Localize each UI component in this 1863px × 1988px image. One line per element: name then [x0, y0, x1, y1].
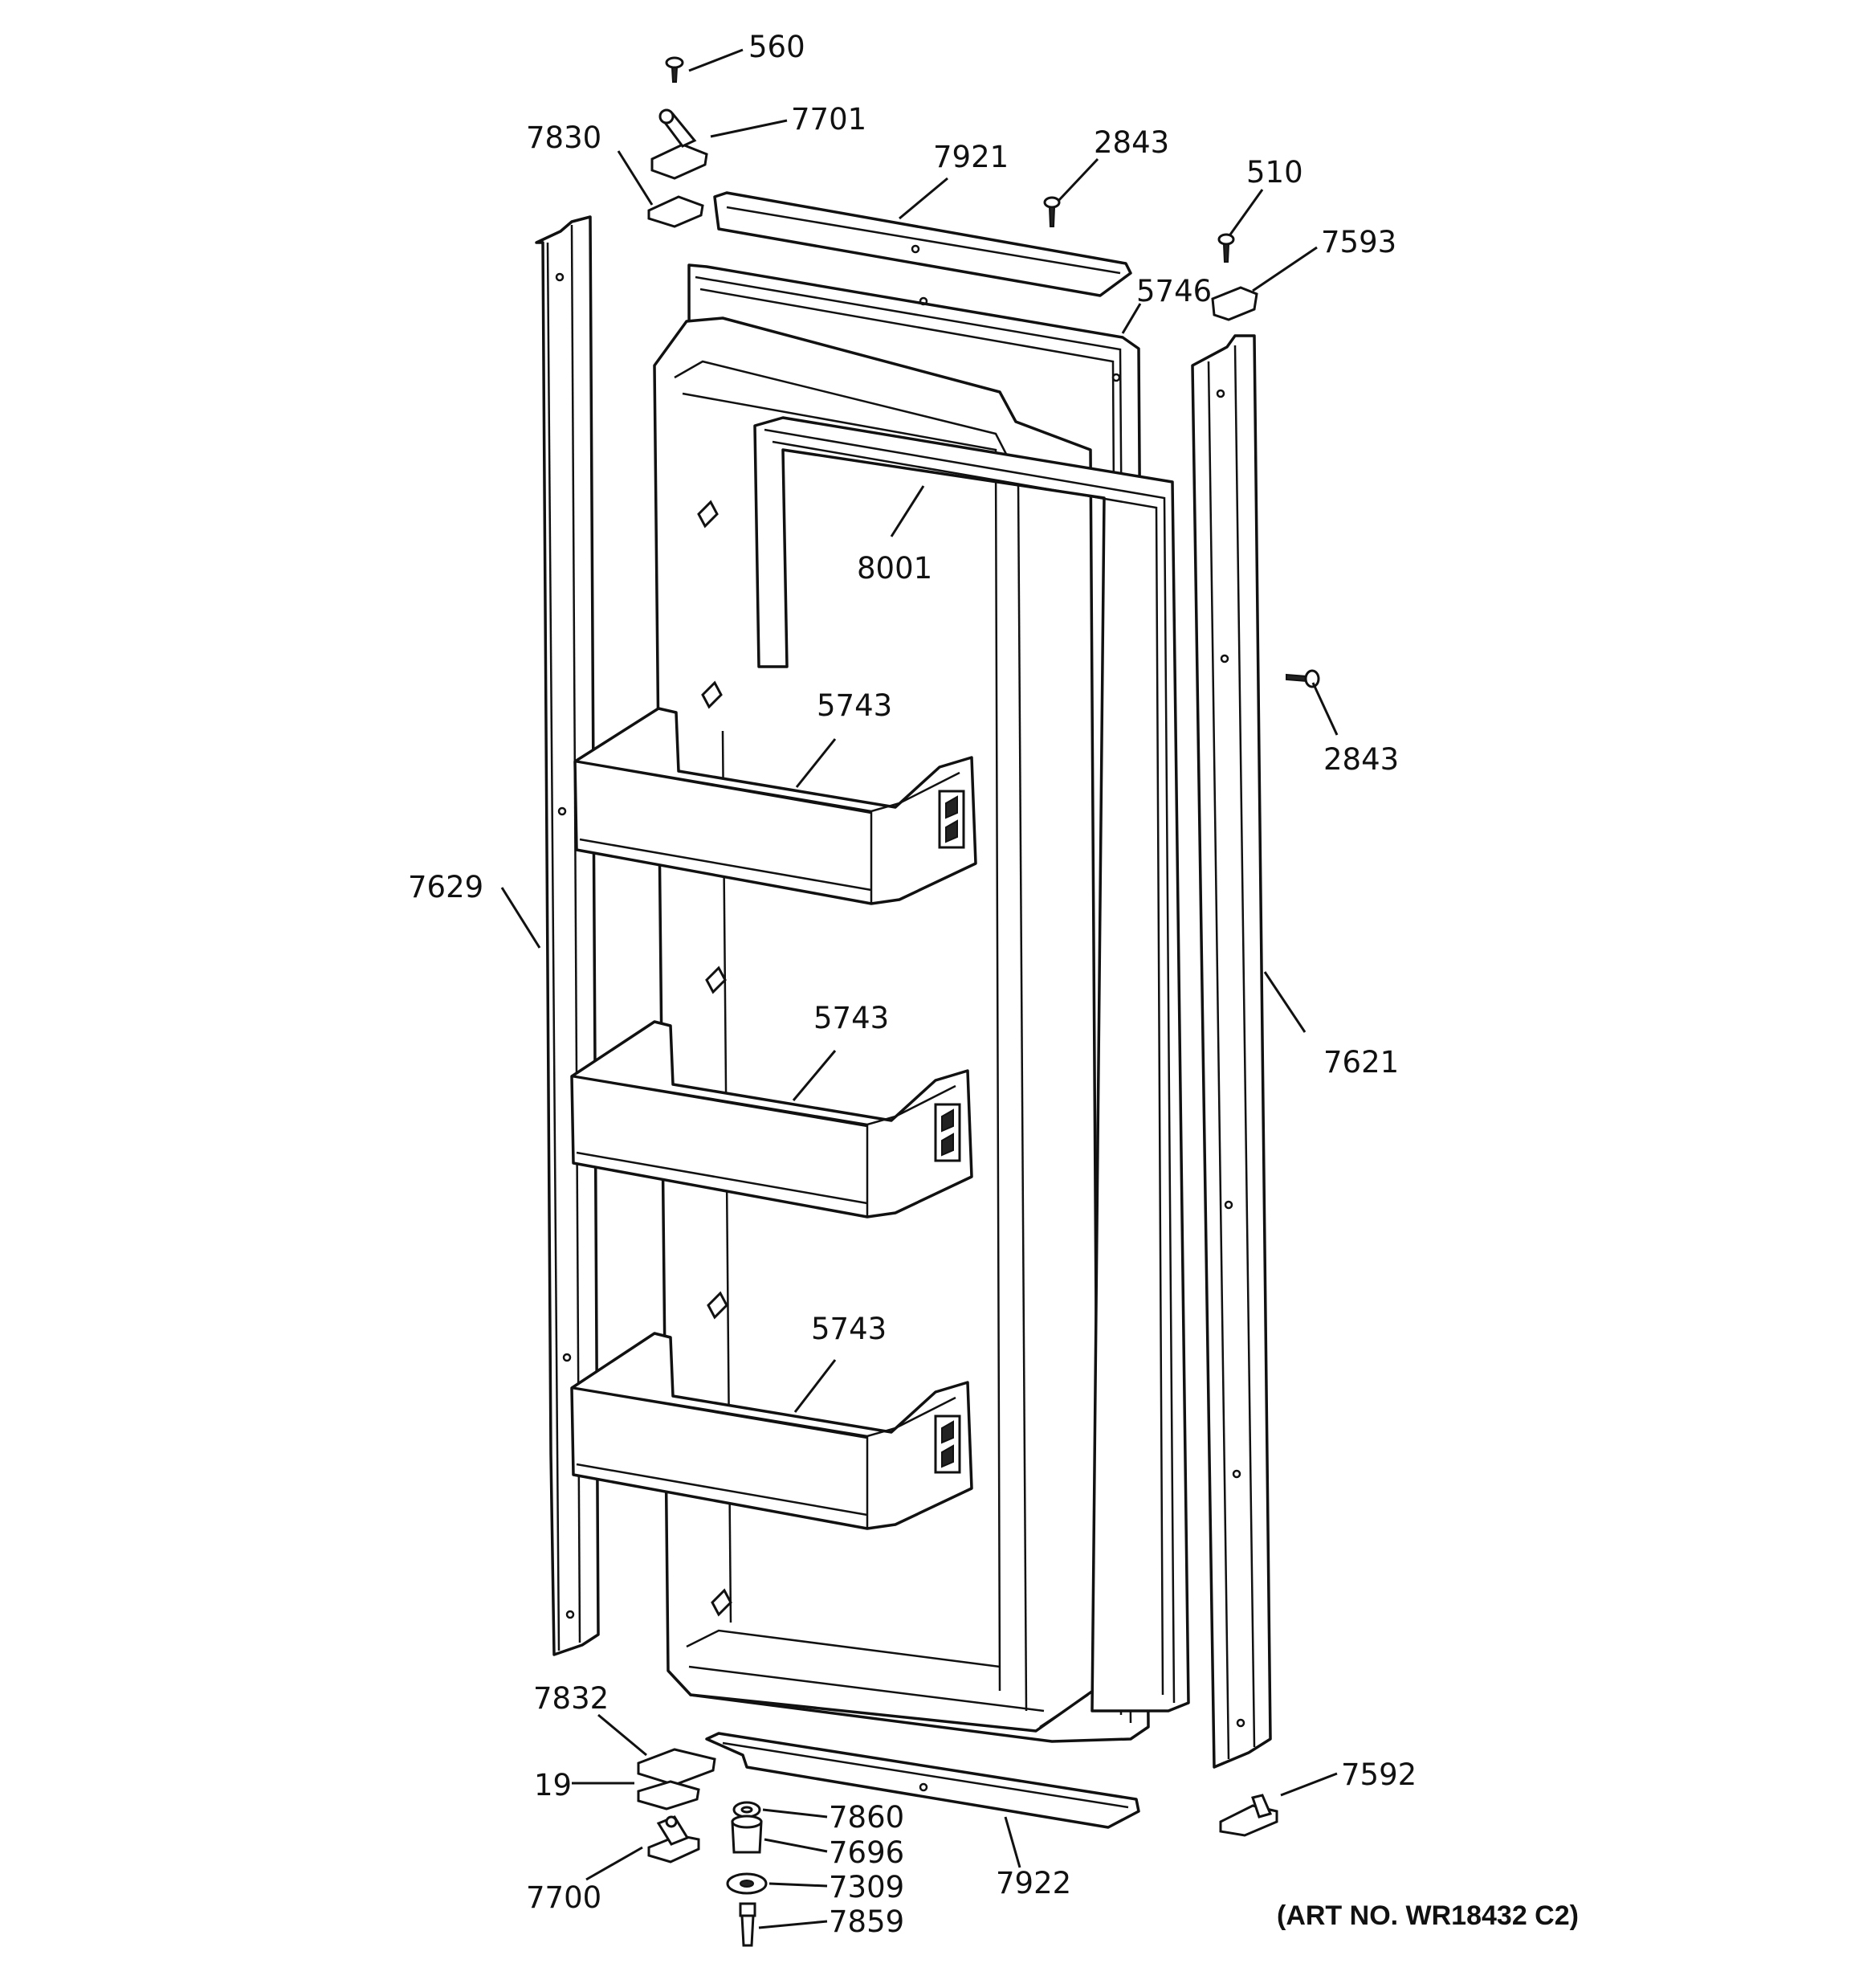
- part-7922-bottom-trim: [705, 1732, 1140, 1829]
- part-labels: 560 7701 7830 7921 2843 510 7593 5746 80…: [408, 30, 1579, 1939]
- part-7696-bushing: [731, 1815, 763, 1854]
- label-510: 510: [1246, 155, 1303, 190]
- label-7696: 7696: [829, 1835, 904, 1870]
- label-5743-a: 5743: [817, 688, 892, 723]
- label-7309: 7309: [829, 1870, 904, 1904]
- part-5743-shelf-bin-1: [573, 707, 977, 905]
- label-7593: 7593: [1321, 225, 1396, 259]
- part-2843-screw-top: [1043, 196, 1061, 227]
- label-5746: 5746: [1136, 274, 1212, 308]
- part-2843-screw-side: [1286, 669, 1320, 688]
- part-560-screw: [665, 56, 684, 83]
- part-7832-shim: [637, 1748, 716, 1786]
- part-7921-top-trim: [713, 191, 1132, 297]
- label-7701: 7701: [791, 102, 866, 137]
- part-7701-top-hinge: [650, 108, 708, 180]
- part-19-spacer: [637, 1780, 700, 1810]
- part-7860-washer: [732, 1801, 761, 1819]
- part-5743-shelf-bin-3: [570, 1332, 973, 1530]
- label-7922: 7922: [996, 1866, 1071, 1900]
- leader-lines: [500, 48, 1339, 1929]
- part-7859-bolt: [739, 1902, 756, 1947]
- part-7700-bottom-hinge: [647, 1815, 700, 1863]
- label-560: 560: [748, 30, 805, 64]
- label-7859: 7859: [829, 1904, 904, 1939]
- part-7621-right-trim: [1191, 334, 1272, 1769]
- part-5743-shelf-bin-2: [570, 1020, 973, 1219]
- art-number: (ART NO. WR18432 C2): [1277, 1900, 1579, 1931]
- label-7700: 7700: [526, 1880, 601, 1915]
- label-2843-side: 2843: [1323, 742, 1399, 777]
- label-7832: 7832: [533, 1681, 609, 1716]
- label-8001: 8001: [857, 551, 932, 586]
- label-2843-top: 2843: [1094, 125, 1169, 160]
- part-7592-bottom-cap: [1219, 1794, 1278, 1837]
- door-liner: [653, 316, 1100, 1733]
- part-7593-cap: [1211, 286, 1258, 321]
- part-510-screw: [1217, 233, 1235, 263]
- label-7592: 7592: [1341, 1757, 1417, 1792]
- part-8001-gasket: [753, 416, 1190, 1712]
- label-5743-c: 5743: [811, 1312, 887, 1346]
- part-7830-shim: [647, 195, 704, 228]
- label-7860: 7860: [829, 1800, 904, 1835]
- label-7621: 7621: [1323, 1045, 1399, 1080]
- label-5743-b: 5743: [813, 1001, 889, 1035]
- label-7629: 7629: [408, 870, 483, 904]
- label-7830: 7830: [526, 120, 601, 155]
- label-7921: 7921: [933, 140, 1009, 174]
- label-19: 19: [534, 1768, 572, 1802]
- part-7309-washer: [726, 1872, 768, 1895]
